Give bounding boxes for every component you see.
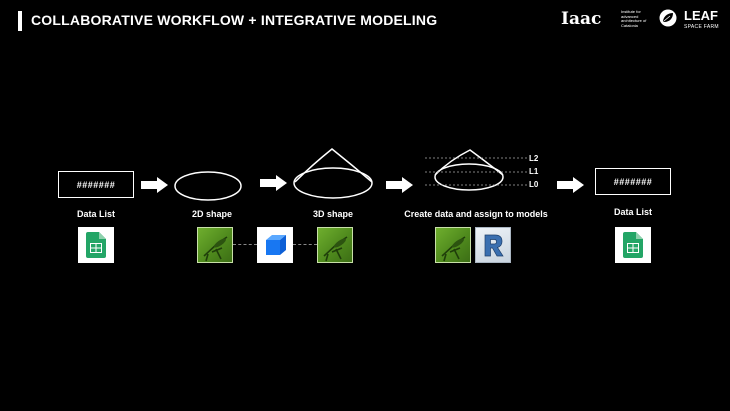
level-label-l2: L2 xyxy=(529,154,539,163)
shape-3d-label: 3D shape xyxy=(312,209,354,219)
flow-arrow-2 xyxy=(260,175,287,191)
level-label-l0: L0 xyxy=(529,180,539,189)
shape-2d-label: 2D shape xyxy=(191,209,233,219)
title-accent-bar xyxy=(18,11,22,31)
data-list-label-out: Data List xyxy=(613,207,652,217)
link-dash-1 xyxy=(233,244,257,245)
blue-cube-icon xyxy=(257,227,293,263)
assign-step-label: Create data and assign to models xyxy=(404,209,548,219)
flow-arrow-1 xyxy=(141,177,168,193)
ellipse-2d-shape xyxy=(174,171,242,201)
level-label-l1: L1 xyxy=(529,167,539,176)
google-sheets-icon xyxy=(615,227,651,263)
iaac-logo: Iaac xyxy=(561,9,602,29)
flow-arrow-3 xyxy=(386,177,413,193)
cone-with-levels xyxy=(425,149,528,191)
data-list-label-in: Data List xyxy=(76,209,115,219)
flow-arrow-4 xyxy=(557,177,584,193)
grasshopper-icon xyxy=(435,227,471,263)
data-list-box-in: ####### xyxy=(58,171,134,198)
slide-title: COLLABORATIVE WORKFLOW + INTEGRATIVE MOD… xyxy=(31,12,438,28)
cone-3d-shape xyxy=(293,148,373,199)
revit-icon xyxy=(475,227,511,263)
leaf-subtitle: SPACE FARM xyxy=(684,24,719,30)
link-dash-2 xyxy=(293,244,317,245)
iaac-subtitle: Institute for advanced architecture of C… xyxy=(621,9,647,28)
data-list-box-out: ####### xyxy=(595,168,671,195)
grasshopper-icon xyxy=(197,227,233,263)
leaf-logo: LEAF xyxy=(684,8,718,23)
grasshopper-icon xyxy=(317,227,353,263)
google-sheets-icon xyxy=(78,227,114,263)
leaf-logo-icon xyxy=(659,9,677,27)
